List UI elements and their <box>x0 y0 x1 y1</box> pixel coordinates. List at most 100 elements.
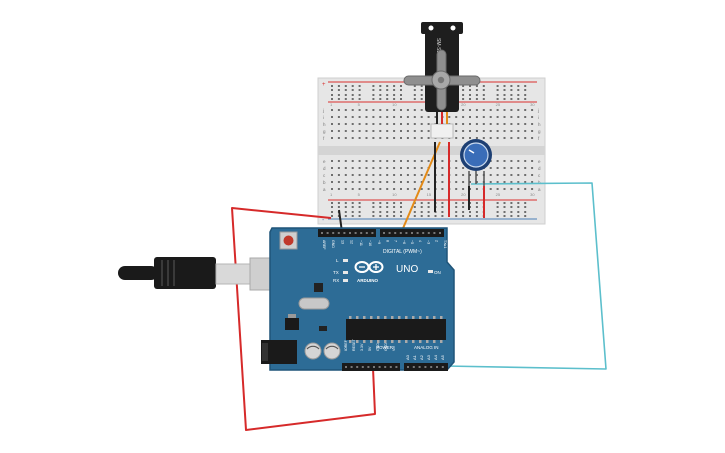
breadboard-hole[interactable] <box>386 130 389 132</box>
breadboard-hole[interactable] <box>413 123 416 125</box>
breadboard-hole[interactable] <box>337 116 340 118</box>
breadboard-hole[interactable] <box>413 167 416 169</box>
breadboard-hole[interactable] <box>510 94 513 96</box>
breadboard-hole[interactable] <box>455 181 458 183</box>
breadboard-hole[interactable] <box>379 206 382 208</box>
breadboard-hole[interactable] <box>427 181 430 183</box>
breadboard-hole[interactable] <box>386 202 389 204</box>
breadboard-hole[interactable] <box>344 215 347 217</box>
breadboard-hole[interactable] <box>510 116 513 118</box>
breadboard-hole[interactable] <box>393 94 396 96</box>
breadboard-hole[interactable] <box>372 94 375 96</box>
breadboard-hole[interactable] <box>475 181 478 183</box>
breadboard-hole[interactable] <box>379 202 382 204</box>
header-socket[interactable] <box>373 366 375 368</box>
breadboard-hole[interactable] <box>496 174 499 176</box>
breadboard-hole[interactable] <box>427 188 430 190</box>
breadboard-hole[interactable] <box>503 174 506 176</box>
servo-horn[interactable] <box>403 49 481 111</box>
breadboard-hole[interactable] <box>524 174 527 176</box>
breadboard-hole[interactable] <box>427 137 430 139</box>
breadboard-hole[interactable] <box>413 174 416 176</box>
breadboard-hole[interactable] <box>517 206 520 208</box>
breadboard-hole[interactable] <box>420 123 423 125</box>
breadboard-hole[interactable] <box>337 188 340 190</box>
breadboard-hole[interactable] <box>441 160 444 162</box>
breadboard-hole[interactable] <box>351 94 354 96</box>
breadboard-hole[interactable] <box>420 98 423 100</box>
wire-cyan-a0[interactable] <box>444 182 607 370</box>
breadboard-hole[interactable] <box>503 181 506 183</box>
header-socket[interactable] <box>332 232 335 234</box>
breadboard-hole[interactable] <box>517 89 520 91</box>
breadboard-hole[interactable] <box>469 123 471 125</box>
header-socket[interactable] <box>411 232 413 234</box>
breadboard-hole[interactable] <box>503 94 506 96</box>
breadboard-hole[interactable] <box>427 160 430 162</box>
breadboard-hole[interactable] <box>351 174 354 176</box>
breadboard-hole[interactable] <box>475 202 478 204</box>
breadboard-hole[interactable] <box>400 160 402 162</box>
breadboard-hole[interactable] <box>379 116 382 118</box>
breadboard-hole[interactable] <box>503 85 506 87</box>
breadboard-hole[interactable] <box>386 174 389 176</box>
header-socket[interactable] <box>412 366 415 368</box>
breadboard-hole[interactable] <box>455 167 458 169</box>
breadboard-hole[interactable] <box>448 116 451 118</box>
breadboard-hole[interactable] <box>358 94 361 96</box>
breadboard-hole[interactable] <box>420 167 423 169</box>
breadboard-hole[interactable] <box>469 89 471 91</box>
breadboard-hole[interactable] <box>331 109 333 111</box>
header-socket[interactable] <box>388 232 391 234</box>
servo-motor[interactable]: SM-S2309S <box>403 22 481 139</box>
breadboard-hole[interactable] <box>372 215 375 217</box>
breadboard-hole[interactable] <box>413 181 416 183</box>
header-socket[interactable] <box>433 232 436 234</box>
breadboard-hole[interactable] <box>503 116 506 118</box>
breadboard-hole[interactable] <box>344 94 347 96</box>
breadboard-hole[interactable] <box>482 94 485 96</box>
breadboard-hole[interactable] <box>524 137 527 139</box>
breadboard-hole[interactable] <box>496 211 499 213</box>
breadboard-hole[interactable] <box>393 211 396 213</box>
breadboard-hole[interactable] <box>441 174 444 176</box>
breadboard-hole[interactable] <box>510 211 513 213</box>
breadboard-hole[interactable] <box>406 188 409 190</box>
breadboard-hole[interactable] <box>524 116 527 118</box>
breadboard-hole[interactable] <box>462 98 465 100</box>
breadboard-hole[interactable] <box>379 130 382 132</box>
header-socket[interactable] <box>422 232 425 234</box>
breadboard-hole[interactable] <box>358 188 361 190</box>
breadboard-hole[interactable] <box>358 116 361 118</box>
breadboard-hole[interactable] <box>517 130 520 132</box>
reset-button-cap[interactable] <box>283 235 294 246</box>
breadboard-hole[interactable] <box>351 85 354 87</box>
breadboard-hole[interactable] <box>455 116 458 118</box>
breadboard-hole[interactable] <box>510 215 513 217</box>
breadboard-hole[interactable] <box>517 188 520 190</box>
breadboard-hole[interactable] <box>372 85 375 87</box>
breadboard-hole[interactable] <box>393 89 396 91</box>
breadboard-hole[interactable] <box>393 181 396 183</box>
breadboard-hole[interactable] <box>351 181 354 183</box>
breadboard-hole[interactable] <box>365 130 368 132</box>
breadboard-hole[interactable] <box>400 109 402 111</box>
header-socket[interactable] <box>343 232 346 234</box>
breadboard-hole[interactable] <box>337 123 340 125</box>
breadboard-hole[interactable] <box>420 130 423 132</box>
breadboard-hole[interactable] <box>406 174 409 176</box>
breadboard-hole[interactable] <box>386 94 389 96</box>
breadboard-hole[interactable] <box>420 202 423 204</box>
breadboard-hole[interactable] <box>531 160 534 162</box>
breadboard-hole[interactable] <box>331 130 333 132</box>
breadboard-hole[interactable] <box>496 202 499 204</box>
breadboard-hole[interactable] <box>331 174 333 176</box>
breadboard-hole[interactable] <box>475 123 478 125</box>
breadboard-hole[interactable] <box>400 211 402 213</box>
breadboard-hole[interactable] <box>351 116 354 118</box>
breadboard-hole[interactable] <box>337 85 340 87</box>
breadboard-hole[interactable] <box>510 130 513 132</box>
breadboard-hole[interactable] <box>469 174 471 176</box>
breadboard-hole[interactable] <box>517 181 520 183</box>
breadboard-hole[interactable] <box>496 137 499 139</box>
